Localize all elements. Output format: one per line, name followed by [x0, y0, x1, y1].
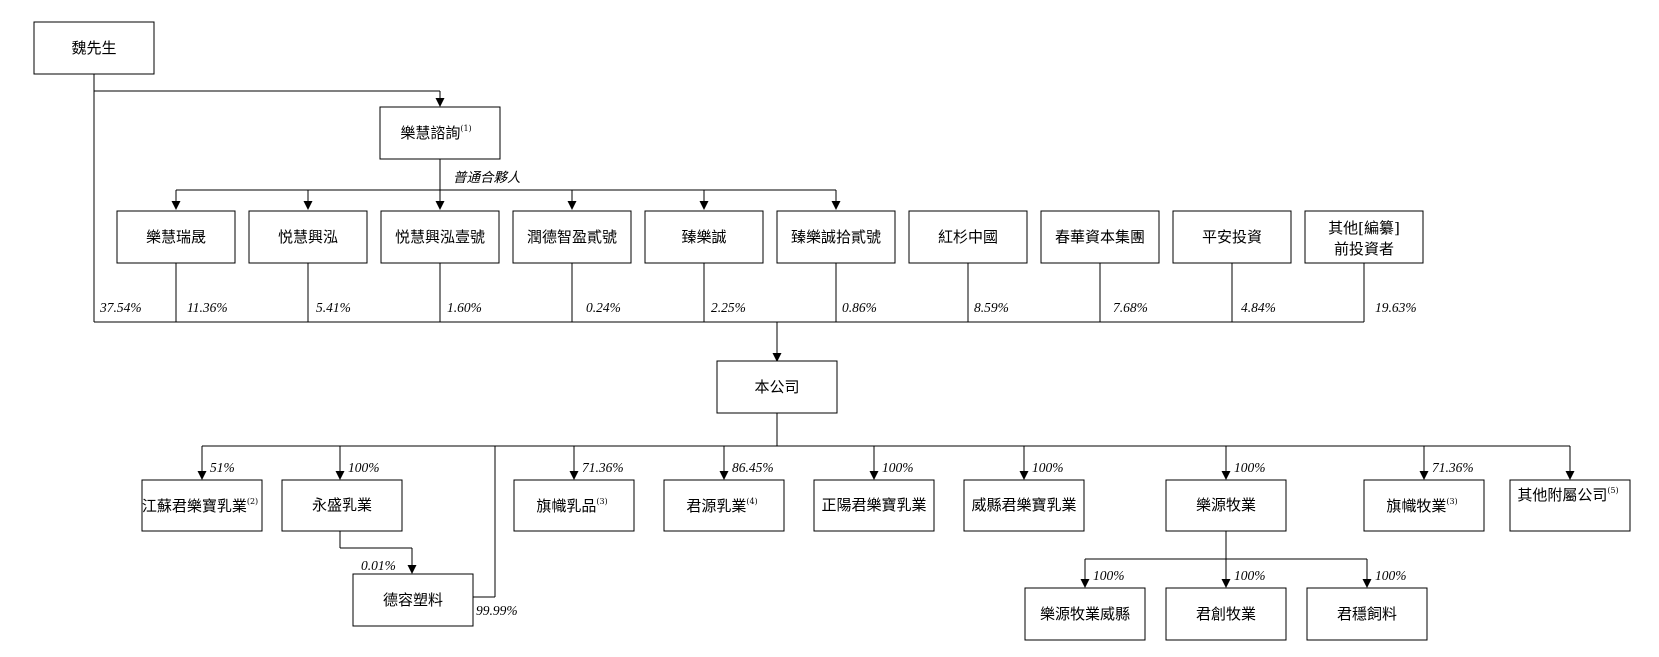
node-label: 紅杉中國 [938, 228, 998, 246]
node-label: 樂源牧業威縣 [1040, 605, 1130, 623]
node-label: 其他附屬公司(5) [1517, 486, 1618, 504]
node-label: 其他[編纂] [1328, 219, 1400, 237]
edge-labels: 普通合夥人 37.54% 11.36% 5.41% 1.60% 0.24% 2.… [99, 170, 1474, 618]
node-label: 旗幟牧業(3) [1386, 497, 1457, 515]
pct-wei: 37.54% [99, 300, 142, 315]
node-label: 樂慧諮詢(1) [400, 124, 471, 142]
pct-s3: 99.99% [476, 603, 518, 618]
connectors [93, 74, 1575, 598]
node-n9: 平安投資 [1172, 210, 1292, 264]
node-s3: 德容塑料 [352, 573, 474, 627]
node-label: 潤德智盈貳號 [527, 228, 617, 246]
pct-t1: 100% [1093, 568, 1125, 583]
node-label: 樂慧瑞晟 [146, 228, 206, 246]
pct-n7: 8.59% [974, 300, 1009, 315]
pct-n5: 2.25% [711, 300, 746, 315]
node-label: 君創牧業 [1196, 605, 1256, 623]
node-label: 君穩飼料 [1337, 605, 1397, 623]
pct-s8: 100% [1234, 460, 1266, 475]
pct-n6: 0.86% [842, 300, 877, 315]
pct-t2: 100% [1234, 568, 1266, 583]
node-label: 本公司 [754, 378, 799, 396]
node-label: 魏先生 [71, 39, 116, 57]
node-n10: 其他[編纂] 前投資者 [1304, 210, 1424, 264]
node-n8: 春華資本集團 [1040, 210, 1160, 264]
pct-n10: 19.63% [1375, 300, 1417, 315]
node-label: 悦慧興泓壹號 [395, 228, 485, 246]
pct-n2: 5.41% [316, 300, 351, 315]
pct-s4: 71.36% [582, 460, 624, 475]
node-t3: 君穩飼料 [1306, 587, 1428, 641]
pct-n3: 1.60% [447, 300, 482, 315]
node-n3: 悦慧興泓壹號 [380, 210, 500, 264]
node-label: 臻樂誠 [681, 228, 726, 246]
pct-s6: 100% [882, 460, 914, 475]
pct-s9: 71.36% [1432, 460, 1474, 475]
node-label: 江蘇君樂寶乳業(2) [142, 497, 258, 515]
node-label-line2: 前投資者 [1334, 240, 1394, 258]
node-lehui: 樂慧諮詢(1) [379, 106, 501, 160]
pct-n9: 4.84% [1241, 300, 1276, 315]
pct-n8: 7.68% [1113, 300, 1148, 315]
node-label: 德容塑料 [383, 591, 443, 609]
node-s4: 旗幟乳品(3) [513, 479, 635, 532]
node-n4: 潤德智盈貳號 [512, 210, 632, 264]
gp-label: 普通合夥人 [453, 170, 521, 185]
node-s7: 威縣君樂寶乳業 [963, 479, 1085, 532]
node-s6: 正陽君樂寶乳業 [813, 479, 935, 532]
node-n2: 悦慧興泓 [248, 210, 368, 264]
node-s10: 其他附屬公司(5) [1509, 479, 1631, 532]
pct-s7: 100% [1032, 460, 1064, 475]
node-label: 臻樂誠拾貳號 [791, 228, 881, 246]
node-label: 威縣君樂寶乳業 [971, 496, 1076, 514]
node-label: 樂源牧業 [1196, 496, 1256, 514]
node-label: 永盛乳業 [312, 496, 372, 514]
node-n7: 紅杉中國 [908, 210, 1028, 264]
node-label: 正陽君樂寶乳業 [821, 496, 926, 514]
pct-n1: 11.36% [187, 300, 228, 315]
node-s2: 永盛乳業 [281, 479, 403, 532]
node-s9: 旗幟牧業(3) [1363, 479, 1485, 532]
node-n5: 臻樂誠 [644, 210, 764, 264]
node-label: 旗幟乳品(3) [536, 497, 607, 515]
node-label: 平安投資 [1202, 228, 1262, 246]
node-t2: 君創牧業 [1165, 587, 1287, 641]
node-company: 本公司 [716, 360, 838, 414]
pct-s1: 51% [210, 460, 235, 475]
node-label: 悦慧興泓 [278, 228, 338, 246]
node-wei: 魏先生 [33, 21, 155, 75]
node-s8: 樂源牧業 [1165, 479, 1287, 532]
node-s5: 君源乳業(4) [663, 479, 785, 532]
node-s1: 江蘇君樂寶乳業(2) [141, 479, 263, 532]
node-n1: 樂慧瑞晟 [116, 210, 236, 264]
pct-n4: 0.24% [586, 300, 621, 315]
pct-s3-from-s2: 0.01% [361, 558, 396, 573]
pct-t3: 100% [1375, 568, 1407, 583]
node-label: 君源乳業(4) [686, 497, 757, 515]
node-label: 春華資本集團 [1055, 228, 1145, 246]
node-t1: 樂源牧業威縣 [1024, 587, 1146, 641]
pct-s2: 100% [348, 460, 380, 475]
pct-s5: 86.45% [732, 460, 774, 475]
node-n6: 臻樂誠拾貳號 [776, 210, 896, 264]
